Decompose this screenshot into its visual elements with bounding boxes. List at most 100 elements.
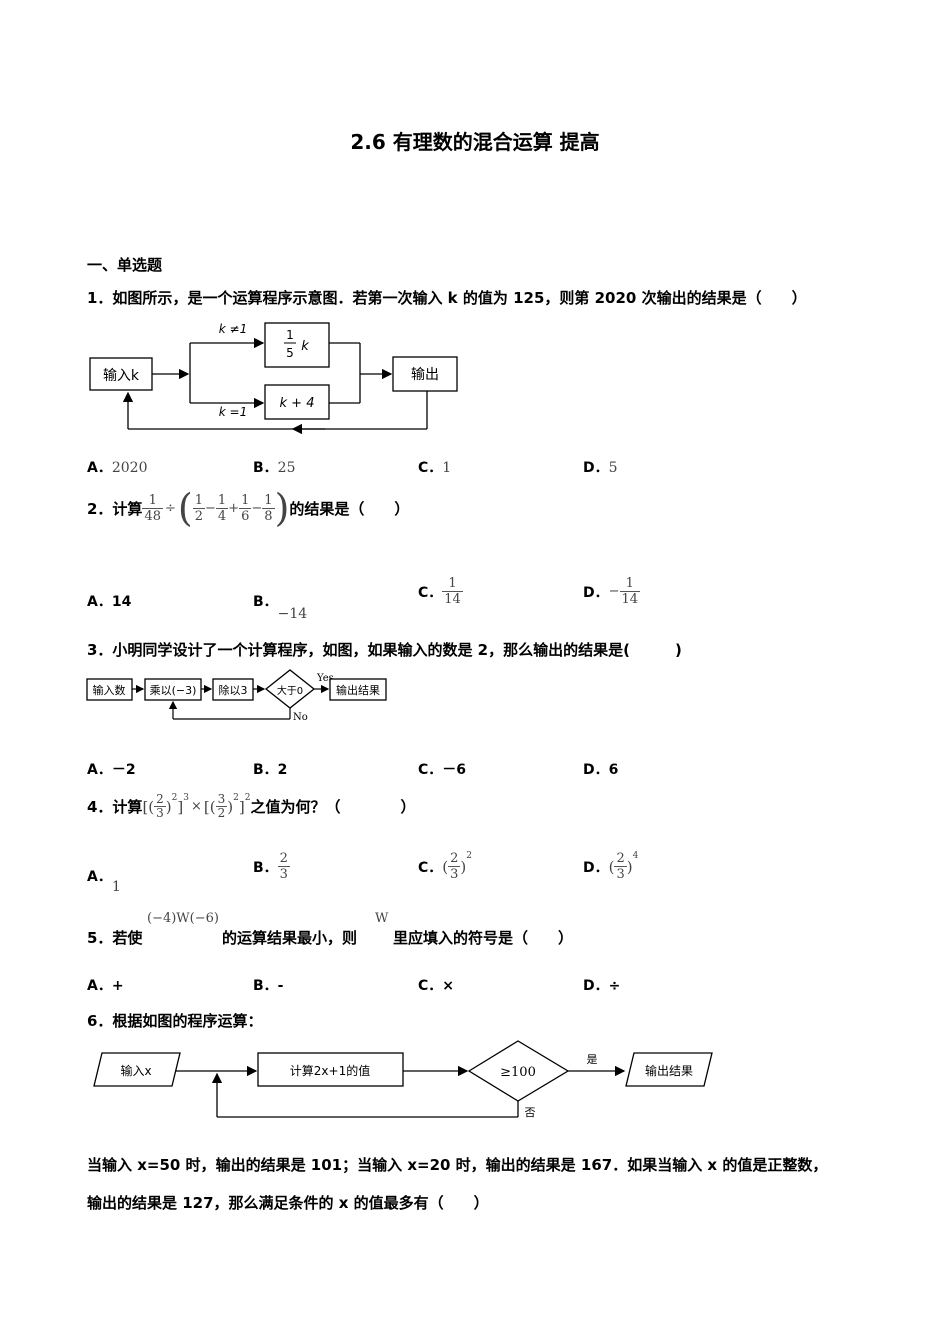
option-label: B． — [253, 460, 278, 476]
question-3-flowchart: 输入数 乘以(−3) 除以3 大于0 Yes 输出结果 No — [86, 669, 387, 723]
q6-text-line-1: 当输入 x=50 时，输出的结果是 101；当输入 x=20 时，输出的结果是 … — [87, 1156, 828, 1174]
option-exponent: 2 — [466, 851, 473, 861]
q5-option-a[interactable]: A．+ — [87, 975, 124, 995]
q1-option-a[interactable]: A．2020 — [87, 457, 147, 477]
option-label: B． — [253, 762, 278, 778]
q5-suffix: 里应填入的符号是（ ） — [393, 929, 574, 947]
flow-op-bottom-label: k + 4 — [280, 396, 315, 411]
option-label: B． — [253, 859, 278, 876]
option-label: A． — [87, 762, 112, 778]
q5-option-d[interactable]: D．÷ — [583, 975, 620, 995]
question-6-flowchart: 输入x 计算2x+1的值 ≥100 是 输出结果 否 — [93, 1040, 713, 1119]
option-label: A． — [87, 594, 112, 610]
q1-option-d[interactable]: D．5 — [583, 457, 618, 477]
q6-yes-label: 是 — [587, 1053, 598, 1066]
q4-prefix: 4．计算 — [87, 798, 143, 816]
option-value: - — [277, 978, 284, 994]
q3-output-label: 输出结果 — [336, 683, 380, 697]
option-value: 1 — [111, 879, 121, 895]
option-label: C． — [418, 762, 443, 778]
q3-yes-label: Yes — [316, 673, 334, 684]
q3-option-c[interactable]: C．－6 — [418, 759, 466, 779]
q1-option-c[interactable]: C．1 — [418, 457, 451, 477]
option-value: －6 — [442, 762, 467, 778]
option-value: 14 — [111, 594, 132, 610]
q2-div-sign: ÷ — [164, 500, 176, 516]
q5-option-c[interactable]: C．× — [418, 975, 454, 995]
option-label: B． — [253, 594, 278, 610]
q1-option-b[interactable]: B．25 — [253, 457, 296, 477]
option-label: A． — [87, 460, 112, 476]
q5-expression: (−4)W(−6) — [147, 911, 219, 926]
option-value: −14 — [277, 606, 308, 622]
q4-option-a[interactable]: A．1 — [87, 866, 121, 895]
option-label: D． — [583, 584, 609, 601]
option-label: D． — [583, 460, 609, 476]
q6-output-box — [625, 1052, 713, 1087]
q2-right-paren: ) — [274, 486, 290, 530]
q4-exp: 3 — [183, 793, 189, 803]
q6-input-box — [93, 1052, 181, 1087]
flow-op-top-den: 5 — [286, 346, 294, 360]
q6-input-label: 输入x — [120, 1063, 151, 1078]
q4-exp: 2 — [233, 793, 239, 803]
q2-option-b[interactable]: B．−14 — [253, 591, 307, 622]
q3-input-label: 输入数 — [93, 683, 126, 697]
q6-text-line-2: 输出的结果是 127，那么满足条件的 x 的值最多有（ ） — [87, 1194, 489, 1212]
q6-output-label: 输出结果 — [645, 1063, 693, 1078]
q4-suffix: 之值为何？（ ） — [250, 798, 416, 816]
q5-option-b[interactable]: B．- — [253, 975, 283, 995]
q2-left-paren: ( — [177, 486, 193, 530]
option-value: 2020 — [111, 460, 148, 476]
flow-input-box — [89, 357, 153, 391]
option-label: C． — [418, 460, 443, 476]
option-label: D． — [583, 762, 609, 778]
option-label: B． — [253, 978, 278, 994]
q3-option-b[interactable]: B．2 — [253, 759, 287, 779]
question-1-flowchart: 输入k k ≠1 1 5 k k =1 k + 4 输出 — [89, 322, 458, 435]
q2-op: − — [251, 500, 263, 516]
option-value: ÷ — [608, 978, 621, 994]
flow-output-box — [392, 356, 458, 392]
q4-bracket: ] — [177, 797, 184, 816]
q6-no-label: 否 — [525, 1106, 536, 1119]
option-value: + — [111, 978, 124, 994]
q3-option-a[interactable]: A．－2 — [87, 759, 136, 779]
flow-op-top-num: 1 — [286, 328, 294, 342]
q2-option-a[interactable]: A．14 — [87, 591, 131, 611]
option-value: 25 — [277, 460, 296, 476]
option-value: 1 — [442, 460, 452, 476]
option-label: A． — [87, 978, 112, 994]
flow-op-bottom-box — [264, 384, 330, 420]
q3-option-d[interactable]: D．6 — [583, 759, 618, 779]
q4-bracket: [( — [142, 797, 155, 816]
option-value: × — [442, 978, 455, 994]
flow-op-top-var: k — [301, 339, 309, 354]
question-6-stem: 6．根据如图的程序运算： — [87, 1012, 263, 1030]
q4-exp: 2 — [171, 793, 178, 803]
q3-no-label: No — [293, 712, 308, 723]
q6-calc-box — [257, 1052, 404, 1087]
flow-op-top-box — [264, 322, 330, 368]
q3-cond-label: 大于0 — [277, 684, 303, 697]
q3-mult-label: 乘以(−3) — [150, 684, 197, 697]
question-3-stem: 3．小明同学设计了一个计算程序，如图，如果输入的数是 2，那么输出的结果是( ) — [87, 641, 682, 659]
option-label: D． — [583, 859, 609, 876]
q4-bracket: ) — [165, 797, 172, 816]
page-title: 2.6 有理数的混合运算 提高 — [350, 130, 600, 154]
q4-bracket: ] — [238, 797, 245, 816]
